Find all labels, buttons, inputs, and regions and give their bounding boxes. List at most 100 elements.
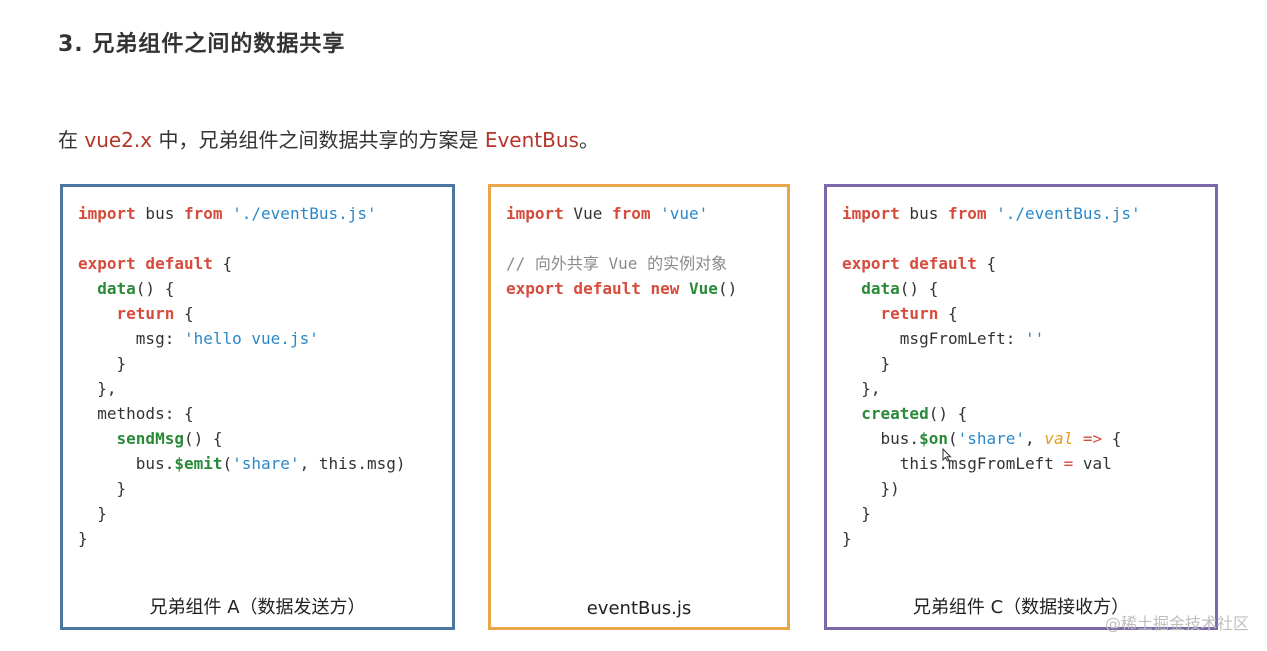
code-token: from [947, 204, 987, 223]
component-a-code: import bus from './eventBus.js' export de… [78, 201, 406, 551]
code-token: () { [899, 279, 939, 298]
code-token [842, 404, 861, 423]
code-token [78, 429, 117, 448]
code-line: return { [78, 301, 406, 326]
code-line: } [842, 526, 1141, 551]
code-token: { [174, 304, 194, 323]
eventbus-caption: eventBus.js [586, 598, 692, 619]
component-c-box: import bus from './eventBus.js'export de… [824, 184, 1218, 630]
code-token: import [78, 204, 136, 223]
component-a-caption: 兄弟组件 A（数据发送方） [149, 597, 366, 618]
code-token: { [1102, 429, 1122, 448]
code-line: data() { [842, 276, 1141, 301]
code-token: './eventBus.js' [996, 204, 1141, 223]
code-token: from [183, 204, 223, 223]
code-token: data [861, 279, 900, 298]
code-line: // 向外共享 Vue 的实例对象 [506, 251, 737, 276]
component-a-box: import bus from './eventBus.js' export de… [60, 184, 455, 630]
code-line: }, [78, 376, 406, 401]
code-line: export default { [78, 251, 406, 276]
code-line [842, 226, 1141, 251]
code-line: } [78, 526, 406, 551]
code-token: { [976, 254, 997, 273]
code-token: from [611, 204, 651, 223]
code-token: } [842, 529, 852, 548]
code-token: }) [842, 479, 900, 498]
code-line: methods: { [78, 401, 406, 426]
code-token: 'share' [232, 454, 300, 473]
code-line: import bus from './eventBus.js' [78, 201, 406, 226]
code-token: export default new [506, 279, 680, 298]
code-line: import Vue from 'vue' [506, 201, 737, 226]
watermark: @稀土掘金技术社区 [1104, 614, 1249, 633]
code-token: { [212, 254, 233, 273]
code-token: } [78, 479, 127, 498]
code-token: () { [928, 404, 968, 423]
eventbus-code: import Vue from 'vue' // 向外共享 Vue 的实例对象 ex… [506, 201, 737, 301]
code-token: Vue [563, 204, 612, 223]
section-heading: 3. 兄弟组件之间的数据共享 [58, 32, 346, 57]
code-token: { [938, 304, 958, 323]
code-token: = [1063, 454, 1074, 473]
code-token: this.msgFromLeft [842, 454, 1064, 473]
code-token [679, 279, 689, 298]
code-token: () { [135, 279, 175, 298]
code-token: // 向外共享 Vue 的实例对象 [506, 254, 728, 273]
code-token: () [717, 279, 738, 298]
code-token [223, 204, 233, 223]
code-line: created() { [842, 401, 1141, 426]
code-token: return [880, 304, 939, 323]
code-token: => [1082, 429, 1103, 448]
code-line: return { [842, 301, 1141, 326]
code-token: bus. [78, 454, 175, 473]
code-line: this.msgFromLeft = val [842, 451, 1141, 476]
code-line: export default new Vue() [506, 276, 737, 301]
intro-before: 在 [58, 128, 85, 152]
code-token: bus. [842, 429, 920, 448]
code-token: methods: { [78, 404, 194, 423]
code-token: data [97, 279, 136, 298]
code-token: , this.msg) [299, 454, 406, 473]
code-token: './eventBus.js' [232, 204, 377, 223]
intro-middle: 中，兄弟组件之间数据共享的方案是 [152, 128, 485, 152]
code-token [651, 204, 661, 223]
code-line: } [842, 351, 1141, 376]
code-token: ( [947, 429, 958, 448]
code-token: } [78, 529, 88, 548]
code-token: }, [78, 379, 117, 398]
code-token [842, 279, 861, 298]
code-token [78, 304, 117, 323]
code-token: msgFromLeft: [842, 329, 1026, 348]
code-token: , [1025, 429, 1045, 448]
code-line: } [842, 501, 1141, 526]
code-line: export default { [842, 251, 1141, 276]
code-token: Vue [689, 279, 718, 298]
code-token: $emit [174, 454, 223, 473]
code-token: import [842, 204, 900, 223]
intro-vue-version: vue2.x [84, 128, 153, 152]
code-line: sendMsg() { [78, 426, 406, 451]
code-line: }) [842, 476, 1141, 501]
code-line: bus.$on('share', val => { [842, 426, 1141, 451]
mouse-cursor-icon [942, 448, 952, 462]
code-token [987, 204, 997, 223]
code-line [506, 226, 737, 251]
code-line: bus.$emit('share', this.msg) [78, 451, 406, 476]
code-token: export default [842, 254, 977, 273]
code-line: msg: 'hello vue.js' [78, 326, 406, 351]
intro-text: 在 vue2.x 中，兄弟组件之间数据共享的方案是 EventBus。 [58, 124, 599, 153]
code-token: } [78, 354, 127, 373]
code-token: } [78, 504, 107, 523]
code-token [78, 279, 97, 298]
code-token: 'share' [957, 429, 1026, 448]
code-token [1073, 429, 1083, 448]
code-token: '' [1025, 329, 1045, 348]
code-line: } [78, 476, 406, 501]
code-line: } [78, 351, 406, 376]
eventbus-box: import Vue from 'vue' // 向外共享 Vue 的实例对象 ex… [488, 184, 790, 630]
component-c-code: import bus from './eventBus.js'export de… [842, 201, 1141, 551]
code-token: created [861, 404, 929, 423]
code-line [78, 226, 406, 251]
intro-after: 。 [578, 128, 599, 152]
code-token: msg: [78, 329, 184, 348]
